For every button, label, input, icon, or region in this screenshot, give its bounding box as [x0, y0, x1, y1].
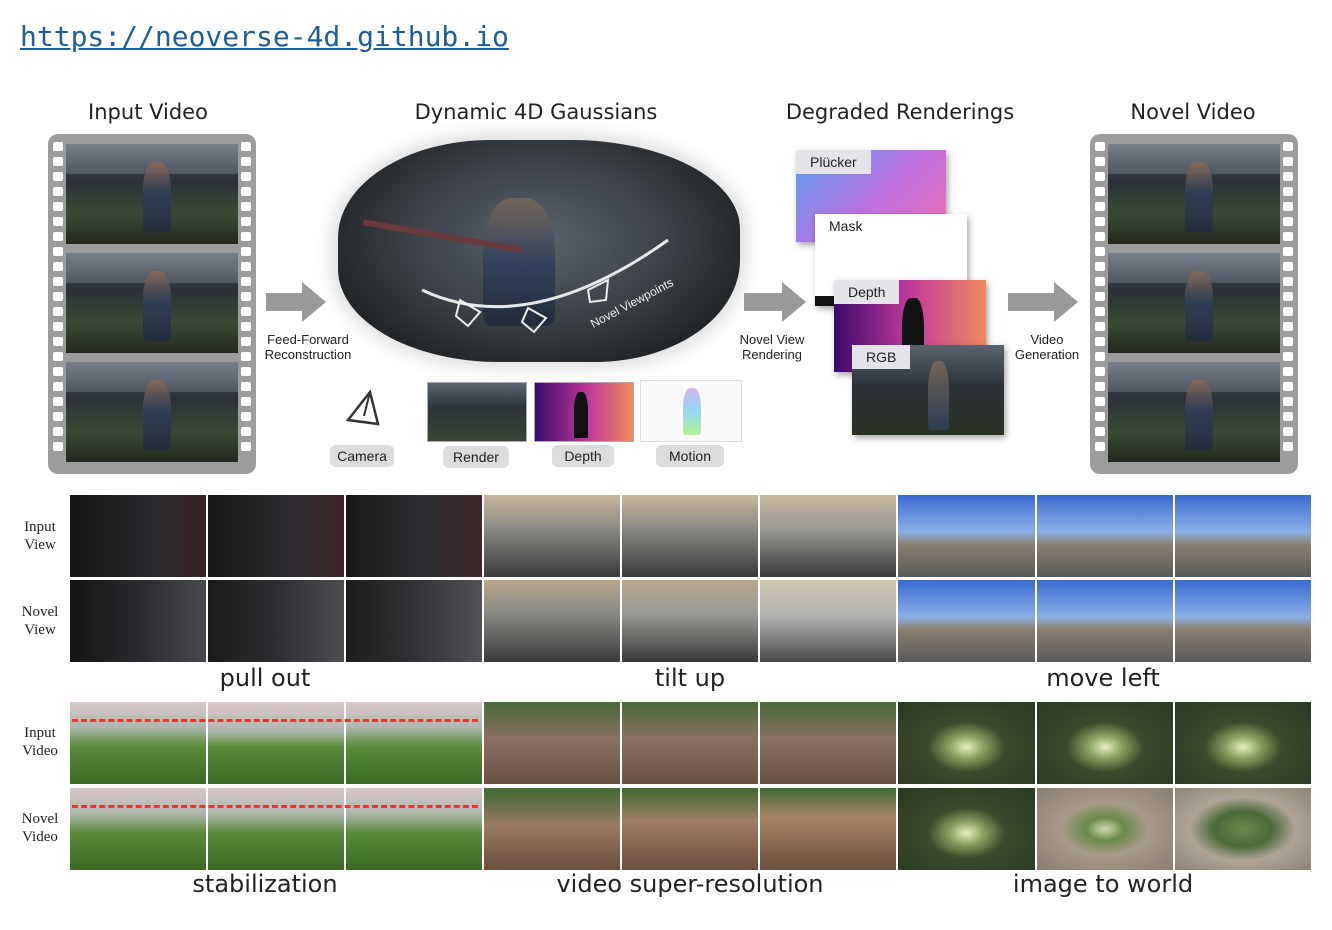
tile-pullout-nv-3	[345, 579, 483, 663]
attr-motion-label: Motion	[656, 445, 724, 467]
caption-stabilization: stabilization	[192, 870, 338, 898]
tile-moveleft-nv-1	[897, 579, 1036, 663]
tile-stab-nv-1	[69, 787, 207, 871]
tile-moveleft-in-3	[1174, 494, 1312, 578]
tile-i2w-in-3	[1174, 701, 1312, 785]
tile-moveleft-nv-3	[1174, 579, 1312, 663]
horizon-line-novel	[72, 805, 478, 808]
attr-camera-label: Camera	[330, 445, 394, 467]
row-label-novel-video: Novel Video	[21, 811, 59, 845]
camera-frustum-icon	[345, 389, 380, 426]
film-holes-left	[51, 142, 65, 457]
tile-stab-nv-3	[345, 787, 483, 871]
row-label-input-video: Input Video	[22, 725, 58, 759]
tile-i2w-in-1	[897, 701, 1036, 785]
video-generation-label: Video Generation	[1014, 332, 1080, 362]
tile-sr-in-1	[483, 701, 621, 785]
header-input-video: Input Video	[88, 100, 208, 124]
film-holes-right	[1281, 142, 1295, 457]
header-degraded-renderings: Degraded Renderings	[785, 100, 1015, 124]
rgb-label: RGB	[852, 345, 911, 369]
tile-tiltup-nv-3	[759, 579, 897, 663]
rgb-card: RGB	[852, 345, 1004, 435]
tile-tiltup-in-3	[759, 494, 897, 578]
attr-depth-label: Depth	[552, 445, 614, 467]
mask-label: Mask	[815, 214, 877, 238]
input-frame-2	[66, 253, 238, 353]
motion-thumbnail	[640, 380, 742, 442]
input-frame-1	[66, 144, 238, 244]
novel-view-label: Novel View Rendering	[739, 332, 805, 362]
project-url-link[interactable]: https://neoverse-4d.github.io	[20, 20, 509, 53]
tile-pullout-nv-2	[207, 579, 345, 663]
attr-render-label: Render	[443, 446, 509, 468]
novel-frame-1	[1108, 144, 1280, 244]
tile-pullout-in-2	[207, 494, 345, 578]
novel-frame-3	[1108, 362, 1280, 462]
tile-sr-nv-1	[483, 787, 621, 871]
tile-stab-in-3	[345, 701, 483, 785]
tile-moveleft-nv-2	[1036, 579, 1174, 663]
tile-i2w-in-2	[1036, 701, 1174, 785]
input-frame-3	[66, 362, 238, 462]
caption-pull-out: pull out	[219, 664, 311, 692]
tile-sr-in-2	[621, 701, 759, 785]
gaussian-scene: Novel Viewpoints	[338, 140, 740, 362]
tile-sr-in-3	[759, 701, 897, 785]
tile-pullout-in-1	[69, 494, 207, 578]
caption-move-left: move left	[1046, 664, 1160, 692]
film-holes-left	[1093, 142, 1107, 457]
row-label-input-view: Input View	[24, 519, 56, 553]
render-thumbnail	[427, 382, 527, 442]
horizon-line-input	[72, 719, 478, 722]
tile-pullout-nv-1	[69, 579, 207, 663]
depth-render-label: Depth	[834, 280, 900, 304]
tile-pullout-in-3	[345, 494, 483, 578]
input-film-strip	[48, 134, 256, 474]
tile-i2w-nv-2	[1036, 787, 1174, 871]
caption-tilt-up: tilt up	[654, 664, 726, 692]
tile-i2w-nv-3	[1174, 787, 1312, 871]
novel-film-strip	[1090, 134, 1298, 474]
header-dynamic-gaussians: Dynamic 4D Gaussians	[414, 100, 658, 124]
tile-tiltup-in-2	[621, 494, 759, 578]
tile-i2w-nv-1	[897, 787, 1036, 871]
tile-tiltup-in-1	[483, 494, 621, 578]
caption-image-to-world: image to world	[1012, 870, 1194, 898]
tile-stab-in-2	[207, 701, 345, 785]
caption-video-super-resolution: video super-resolution	[556, 870, 824, 898]
plucker-label: Plücker	[796, 150, 871, 174]
film-holes-right	[239, 142, 253, 457]
camera-trajectory-icon	[421, 238, 669, 334]
depth-thumbnail	[534, 382, 634, 442]
tile-stab-nv-2	[207, 787, 345, 871]
novel-frame-2	[1108, 253, 1280, 353]
tile-stab-in-1	[69, 701, 207, 785]
tile-tiltup-nv-2	[621, 579, 759, 663]
row-label-novel-view: Novel View	[21, 604, 59, 638]
tile-sr-nv-3	[759, 787, 897, 871]
tile-moveleft-in-2	[1036, 494, 1174, 578]
tile-tiltup-nv-1	[483, 579, 621, 663]
header-novel-video: Novel Video	[1130, 100, 1256, 124]
tile-moveleft-in-1	[897, 494, 1036, 578]
feed-forward-label: Feed-Forward Reconstruction	[264, 332, 352, 362]
tile-sr-nv-2	[621, 787, 759, 871]
